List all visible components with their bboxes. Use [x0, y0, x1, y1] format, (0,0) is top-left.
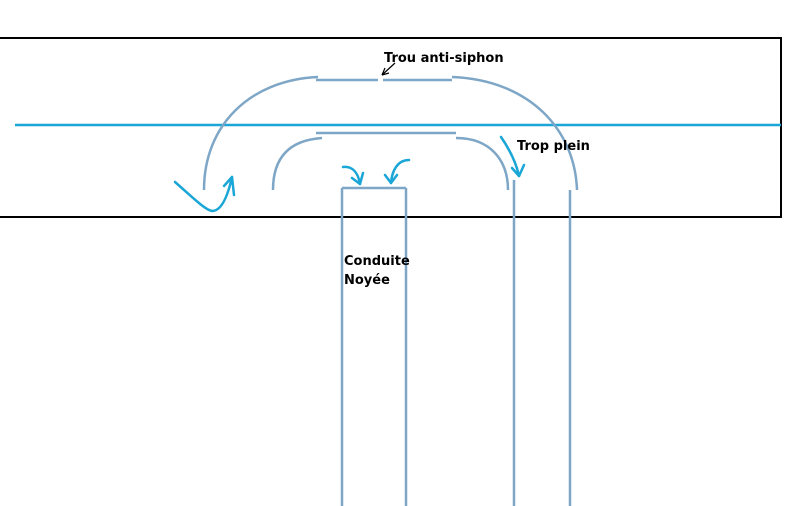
inner-hood-left-arc — [271, 136, 323, 191]
tank-outline — [0, 37, 782, 218]
submerged-pipe — [340, 186, 408, 506]
overflow-arrow — [499, 135, 521, 178]
outer-siphon-hood — [202, 75, 579, 506]
flow-arrow-right — [389, 158, 411, 185]
outer-hood-right-arc — [451, 75, 579, 191]
anti-siphon-pointer-arrow — [381, 62, 396, 76]
flow-arrow-right-head — [383, 173, 399, 185]
outer-hood-left-arc — [202, 75, 319, 191]
label-overflow: Trop plein — [517, 139, 590, 154]
flow-arrow-left — [341, 165, 362, 186]
overflow-arrow-head — [510, 163, 526, 178]
flow-arrow-left-head — [350, 171, 365, 186]
inner-siphon-hood — [271, 131, 516, 506]
inflow-curve-arrow — [173, 175, 234, 213]
inflow-curve-arrowhead — [222, 175, 236, 197]
flow-arrows — [173, 135, 526, 213]
label-anti-siphon-hole: Trou anti-siphon — [384, 51, 504, 66]
inner-hood-right-arc — [455, 136, 510, 191]
label-submerged-pipe-line1: Conduite — [344, 254, 410, 269]
label-submerged-pipe-line2: Noyée — [344, 273, 390, 288]
